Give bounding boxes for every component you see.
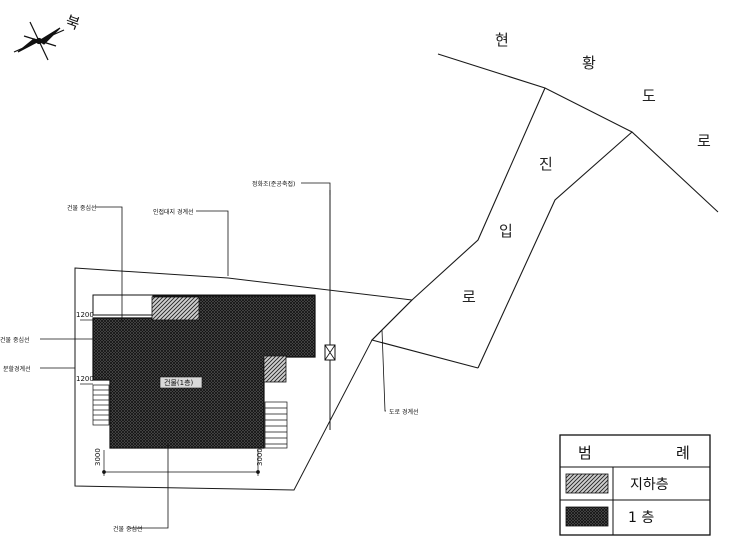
compass-star-icon xyxy=(13,21,65,61)
septic-tank xyxy=(324,190,336,430)
road-access-char-2: 입 xyxy=(499,222,513,240)
north-arrow: 북 xyxy=(13,12,82,61)
legend-swatch-first-floor xyxy=(565,506,609,527)
legend-title-right: 례 xyxy=(676,444,690,462)
legend: 범 례 지하층 1 층 xyxy=(559,434,711,536)
callout-road-boundary: 도로 경계선 xyxy=(389,408,419,416)
callout-adjacent-land-boundary: 인접대지 경계선 xyxy=(153,208,194,216)
callout-building-centerline-bottom: 건물 중심선 xyxy=(113,525,143,533)
dim-stair-left: 3000 xyxy=(94,448,102,466)
road-existing-char-3: 도 xyxy=(642,87,656,105)
callout-septic-tank: 정화조(준공축접) xyxy=(252,180,295,188)
stair-left xyxy=(92,384,110,426)
legend-label-basement: 지하층 xyxy=(630,477,669,493)
site-boundary xyxy=(74,267,414,491)
road-existing-char-1: 현 xyxy=(495,31,509,49)
dimension-lines xyxy=(80,319,260,476)
dim-setback-left: 1200 xyxy=(76,375,94,383)
leader-lines xyxy=(40,182,386,529)
road-access-char-3: 로 xyxy=(462,288,476,306)
existing-road xyxy=(370,53,719,369)
road-existing-char-2: 황 xyxy=(582,54,596,72)
stair-right xyxy=(264,401,288,449)
callout-site-boundary-left: 분할경계선 xyxy=(3,365,31,373)
legend-title-left: 범 xyxy=(578,444,592,462)
legend-label-first-floor: 1 층 xyxy=(628,510,654,526)
callout-building-centerline-top: 건물 중심선 xyxy=(67,204,97,212)
building-label: 건물(1층) xyxy=(164,378,194,387)
road-access-char-1: 진 xyxy=(539,155,553,173)
road-existing-char-4: 로 xyxy=(697,132,711,150)
north-label: 북 xyxy=(63,12,82,34)
callout-building-centerline-left: 건물 중심선 xyxy=(0,336,30,344)
dim-stair-right: 3000 xyxy=(256,448,264,466)
building: 건물(1층) xyxy=(92,294,316,449)
building-basement-area-2 xyxy=(263,355,287,383)
building-basement-area xyxy=(151,296,200,321)
dim-setback-top: 1200 xyxy=(76,311,94,319)
legend-swatch-basement xyxy=(565,473,609,494)
